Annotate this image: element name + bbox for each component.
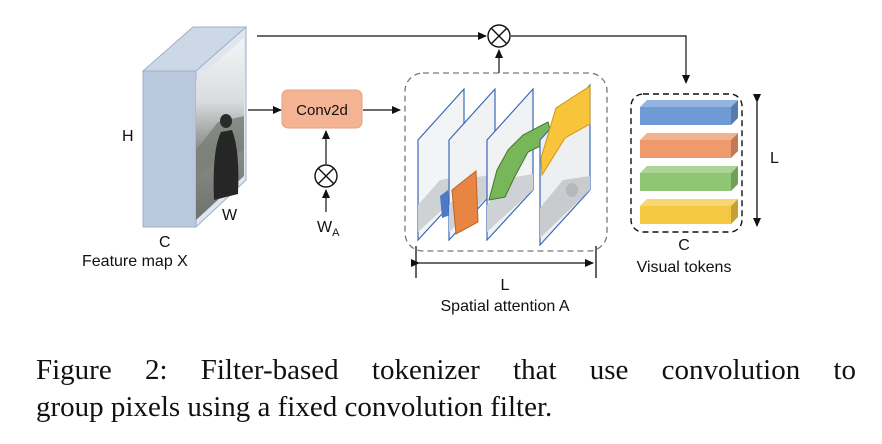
attention-mask-yellow	[540, 85, 591, 177]
attention-map-4	[539, 83, 591, 247]
tokens-c-label: C	[678, 237, 690, 254]
feature-map-h-label: H	[122, 128, 134, 145]
token-bar-blue	[640, 100, 738, 125]
attention-caption: Spatial attention A	[441, 298, 570, 315]
token-bar-yellow	[640, 199, 738, 224]
visual-tokens-stack	[640, 100, 738, 224]
feature-map-w-label: W	[222, 207, 238, 224]
tokens-l-label: L	[770, 150, 779, 167]
caption-line-2: group pixels using a fixed convolution f…	[36, 391, 553, 423]
attention-l-label: L	[501, 277, 510, 294]
attention-map-2	[448, 87, 496, 242]
weight-multiply-icon	[314, 164, 338, 188]
weight-label: WA	[317, 219, 340, 239]
visual-tokens-frame	[630, 93, 743, 233]
spatial-attention-frame	[404, 72, 608, 252]
attention-mask-orange	[451, 169, 479, 235]
attention-map-3	[486, 87, 554, 242]
token-bar-green	[640, 166, 738, 191]
feature-map-block	[141, 25, 248, 229]
arrow-multiply-to-tokens	[511, 35, 690, 84]
feature-map-photo	[196, 38, 244, 220]
conv2d-label: Conv2d	[296, 102, 348, 119]
feature-map-caption: Feature map X	[82, 253, 188, 270]
caption-line-1: Figure 2: Filter-based tokenizer that us…	[36, 354, 856, 386]
figure-caption: Figure 2: Filter-based tokenizer that us…	[36, 352, 856, 426]
top-multiply-icon	[487, 24, 511, 48]
tokens-caption: Visual tokens	[637, 259, 732, 276]
attention-mask-blue	[440, 190, 450, 218]
feature-map-side-face	[142, 70, 197, 228]
feature-map-c-label: C	[159, 234, 171, 251]
conv2d-box	[281, 89, 363, 129]
token-bar-orange	[640, 133, 738, 158]
